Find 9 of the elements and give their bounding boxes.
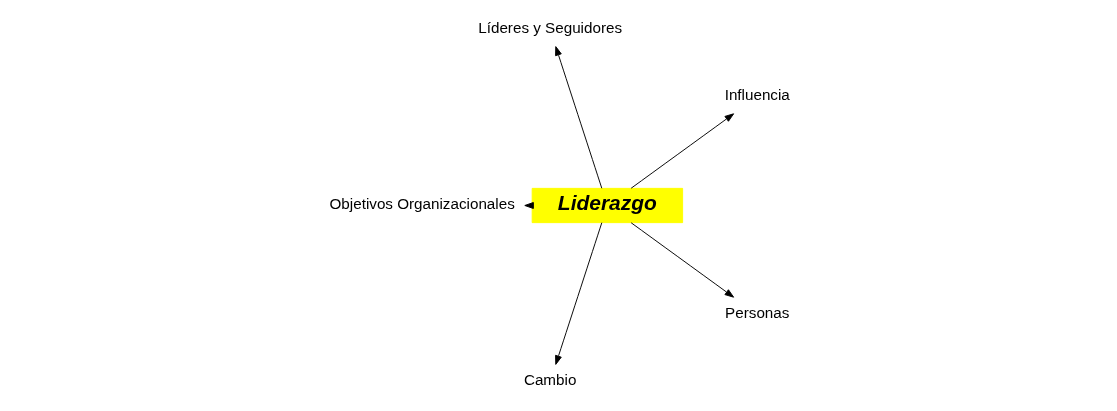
node-text: Cambio bbox=[523, 371, 576, 389]
arrow bbox=[554, 222, 602, 365]
arrow bbox=[630, 113, 734, 189]
node-text: Líderes y Seguidores bbox=[477, 18, 622, 36]
arrow bbox=[554, 46, 602, 189]
node-text: Influencia bbox=[724, 86, 790, 104]
node-text: Objetivos Organizacionales bbox=[329, 195, 515, 213]
arrow bbox=[630, 222, 734, 298]
node-text: Personas bbox=[724, 303, 789, 321]
